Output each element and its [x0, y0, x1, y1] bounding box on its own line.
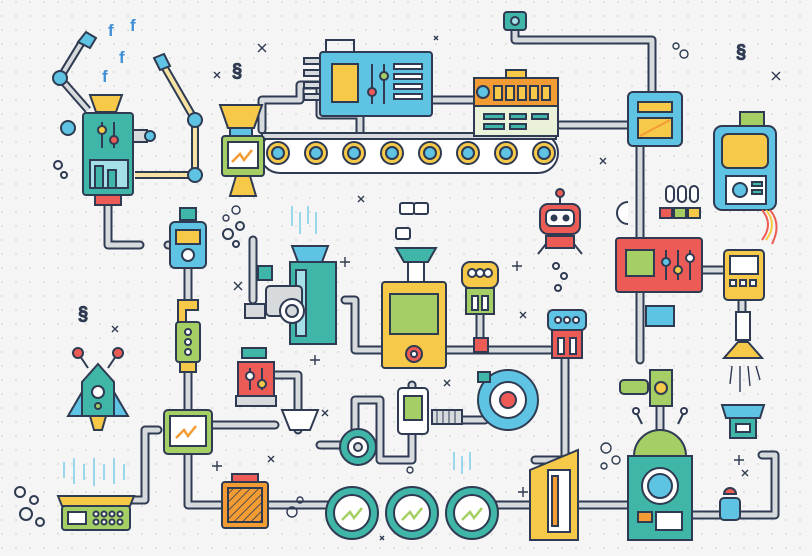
smoke-icon: §: [736, 42, 746, 62]
green-vent-unit: [461, 261, 499, 353]
yellow-center-machine: [381, 202, 463, 435]
lightning-bolt-icon: [341, 507, 363, 521]
lightning-bolt-icon: [461, 507, 483, 521]
smoke-icon: §: [78, 304, 88, 324]
blue-control-panel: [303, 39, 433, 117]
gauge-row: [325, 486, 499, 540]
facebook-f-icon: f: [119, 48, 125, 67]
small-cup-right: [720, 404, 766, 439]
orange-green-machine: [473, 11, 559, 137]
yellow-hopper: [529, 448, 579, 541]
pipe-junction: [280, 409, 377, 466]
chat-bubble-icon: [399, 202, 415, 215]
robot-arm-left: [52, 30, 98, 136]
small-blue-tank: [719, 487, 741, 521]
robot-arm-right: [135, 52, 203, 183]
right-blue-machine: §: [713, 41, 778, 245]
teal-cylinder-machine: [244, 245, 337, 345]
meter-right-top: [627, 91, 683, 147]
green-lightning-box: [163, 409, 213, 455]
conveyor-belt: [259, 132, 559, 174]
sparkle-icon-group: [111, 35, 781, 541]
left-teal-machine: [53, 94, 156, 206]
facebook-f-icon: f: [130, 16, 136, 35]
chat-bubble-icon: [413, 202, 429, 215]
blue-small-box: [547, 309, 587, 359]
blue-gear-wheel: [477, 369, 539, 431]
chat-bubble-icon: [395, 227, 411, 240]
lightning-bolt-icon: [175, 425, 197, 439]
robot-icon: [537, 188, 583, 292]
hatched-crate: [221, 473, 269, 529]
yellow-calculator-box: [721, 249, 765, 392]
smoke-icon: §: [232, 61, 242, 81]
lightning-machine-top: §: [218, 60, 265, 197]
rain-drops: [291, 206, 471, 474]
shower-tray: [14, 458, 136, 531]
facebook-f-icon-group: f f f f: [102, 16, 136, 86]
facebook-f-icon: f: [102, 67, 108, 86]
rocket-icon: §: [66, 303, 130, 431]
teal-washer-machine: [627, 407, 693, 541]
red-control-panel: [615, 185, 703, 327]
facebook-f-icon: f: [108, 21, 114, 40]
red-small-unit: [235, 347, 277, 407]
lightning-bolt-icon: [401, 507, 423, 521]
lightning-bolt-icon: [231, 149, 253, 163]
green-valve: [619, 369, 673, 407]
left-vertical-stack: [169, 207, 245, 373]
